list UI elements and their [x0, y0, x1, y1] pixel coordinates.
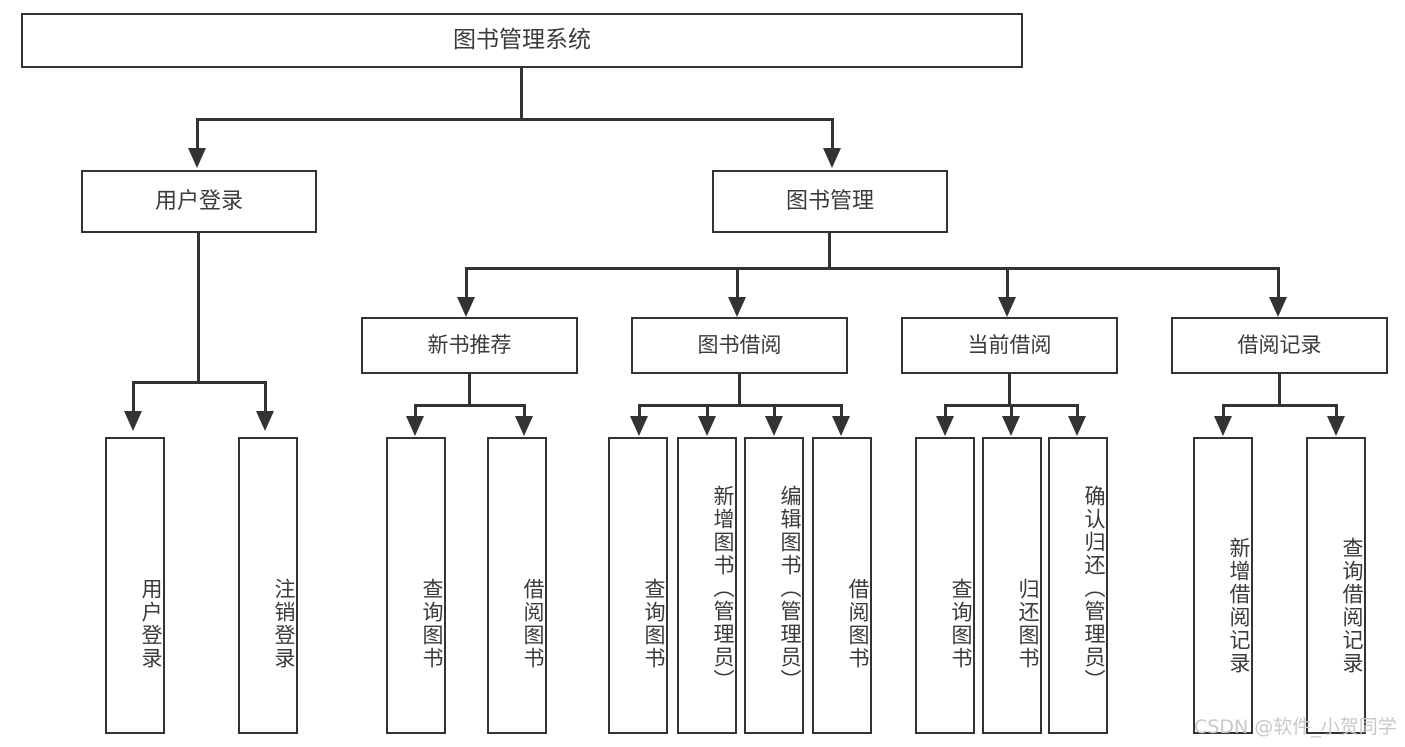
connector-new-book-c2 — [523, 404, 526, 422]
csdn-watermark: CSDN @软件_小贺同学 — [1194, 716, 1397, 738]
arrow-new-book-leaf-1 — [406, 416, 424, 436]
leaf-label: 借阅图书 — [521, 577, 545, 670]
connector-to-new-book — [465, 267, 468, 299]
leaf-new-book-borrow-book[interactable]: 借阅图书 — [487, 437, 547, 734]
arrow-book-borrow-leaf-2 — [698, 416, 716, 436]
node-borrow-record[interactable]: 借阅记录 — [1171, 317, 1388, 374]
leaf-label: 新增借阅记录 — [1227, 536, 1251, 675]
arrow-borrow-record-leaf-2 — [1327, 416, 1345, 436]
node-current-borrow[interactable]: 当前借阅 — [901, 317, 1118, 374]
connector-borrow-record-stem — [1278, 374, 1281, 406]
arrow-root-to-book-management — [823, 148, 841, 168]
connector-new-book-stem — [468, 374, 471, 406]
connector-new-book-c1 — [414, 404, 417, 422]
connector-root-bar — [196, 118, 834, 121]
arrow-to-book-borrow — [728, 297, 746, 317]
leaf-label: 用户登录 — [139, 577, 163, 670]
node-label: 图书管理 — [785, 188, 874, 214]
connector-to-borrow-record — [1277, 267, 1280, 299]
arrow-current-borrow-leaf-2 — [1002, 416, 1020, 436]
connector-root-to-user-login — [196, 118, 199, 150]
leaf-label: 查询图书 — [642, 577, 666, 670]
connector-level3-bar — [465, 267, 1280, 270]
arrow-new-book-leaf-2 — [515, 416, 533, 436]
arrow-current-borrow-leaf-3 — [1068, 416, 1086, 436]
leaf-label: 归还图书 — [1016, 577, 1040, 670]
connector-book-borrow-stem — [738, 374, 741, 406]
arrow-to-borrow-record — [1269, 297, 1287, 317]
connector-book-borrow-c4 — [840, 404, 843, 422]
leaf-current-borrow-query-book[interactable]: 查询图书 — [915, 437, 975, 734]
arrow-to-new-book — [457, 297, 475, 317]
node-label: 图书管理系统 — [453, 27, 591, 54]
arrow-user-login-leaf-2 — [256, 411, 274, 431]
connector-new-book-bar — [414, 404, 526, 407]
node-book-borrow[interactable]: 图书借阅 — [631, 317, 848, 374]
leaf-label: 确认归还（管理员） — [1082, 485, 1106, 692]
arrow-current-borrow-leaf-1 — [936, 416, 954, 436]
leaf-current-borrow-return-book[interactable]: 归还图书 — [982, 437, 1042, 734]
connector-book-management-stem — [828, 233, 831, 269]
connector-borrow-record-c2 — [1335, 404, 1338, 422]
leaf-label: 查询图书 — [949, 577, 973, 670]
connector-to-book-borrow — [736, 267, 739, 299]
leaf-book-borrow-borrow-book[interactable]: 借阅图书 — [812, 437, 872, 734]
connector-user-login-right — [264, 381, 267, 413]
connector-current-borrow-c1 — [944, 404, 947, 422]
node-label: 借阅记录 — [1237, 333, 1322, 358]
leaf-label: 编辑图书（管理员） — [778, 485, 802, 692]
connector-borrow-record-bar — [1222, 404, 1338, 407]
leaf-current-borrow-confirm-return-admin[interactable]: 确认归还（管理员） — [1048, 437, 1108, 734]
leaf-user-login-logout[interactable]: 注销登录 — [238, 437, 298, 734]
connector-current-borrow-stem — [1008, 374, 1011, 406]
leaf-label: 注销登录 — [272, 577, 296, 670]
leaf-label: 查询借阅记录 — [1340, 536, 1364, 675]
node-new-book-recommend[interactable]: 新书推荐 — [361, 317, 578, 374]
connector-borrow-record-c1 — [1222, 404, 1225, 422]
connector-book-borrow-c1 — [638, 404, 641, 422]
connector-book-borrow-c3 — [773, 404, 776, 422]
connector-user-login-bar — [132, 381, 267, 384]
leaf-borrow-record-add-record[interactable]: 新增借阅记录 — [1193, 437, 1253, 734]
leaf-book-borrow-edit-book-admin[interactable]: 编辑图书（管理员） — [744, 437, 804, 734]
leaf-label: 新增图书（管理员） — [711, 485, 735, 692]
connector-root-to-book-management — [831, 118, 834, 150]
leaf-user-login-login[interactable]: 用户登录 — [105, 437, 165, 734]
arrow-book-borrow-leaf-3 — [765, 416, 783, 436]
node-root-book-management-system[interactable]: 图书管理系统 — [21, 13, 1023, 68]
arrow-borrow-record-leaf-1 — [1214, 416, 1232, 436]
node-label: 新书推荐 — [427, 333, 512, 358]
connector-book-borrow-bar — [638, 404, 842, 407]
connector-current-borrow-c3 — [1076, 404, 1079, 422]
connector-to-current-borrow — [1006, 267, 1009, 299]
node-label: 用户登录 — [154, 188, 243, 214]
leaf-label: 借阅图书 — [846, 577, 870, 670]
leaf-label: 查询图书 — [420, 577, 444, 670]
leaf-borrow-record-query-record[interactable]: 查询借阅记录 — [1306, 437, 1366, 734]
arrow-book-borrow-leaf-1 — [630, 416, 648, 436]
node-label: 当前借阅 — [967, 333, 1052, 358]
node-label: 图书借阅 — [697, 333, 782, 358]
arrow-to-current-borrow — [998, 297, 1016, 317]
leaf-book-borrow-add-book-admin[interactable]: 新增图书（管理员） — [677, 437, 737, 734]
connector-book-borrow-c2 — [706, 404, 709, 422]
connector-user-login-stem — [197, 233, 200, 383]
arrow-root-to-user-login — [188, 148, 206, 168]
leaf-book-borrow-query-book[interactable]: 查询图书 — [608, 437, 668, 734]
arrow-book-borrow-leaf-4 — [832, 416, 850, 436]
connector-root-stem — [520, 68, 523, 120]
connector-user-login-left — [132, 381, 135, 413]
node-book-management[interactable]: 图书管理 — [712, 170, 948, 233]
connector-current-borrow-c2 — [1010, 404, 1013, 422]
leaf-new-book-query-book[interactable]: 查询图书 — [386, 437, 446, 734]
arrow-user-login-leaf-1 — [124, 411, 142, 431]
node-user-login[interactable]: 用户登录 — [81, 170, 317, 233]
